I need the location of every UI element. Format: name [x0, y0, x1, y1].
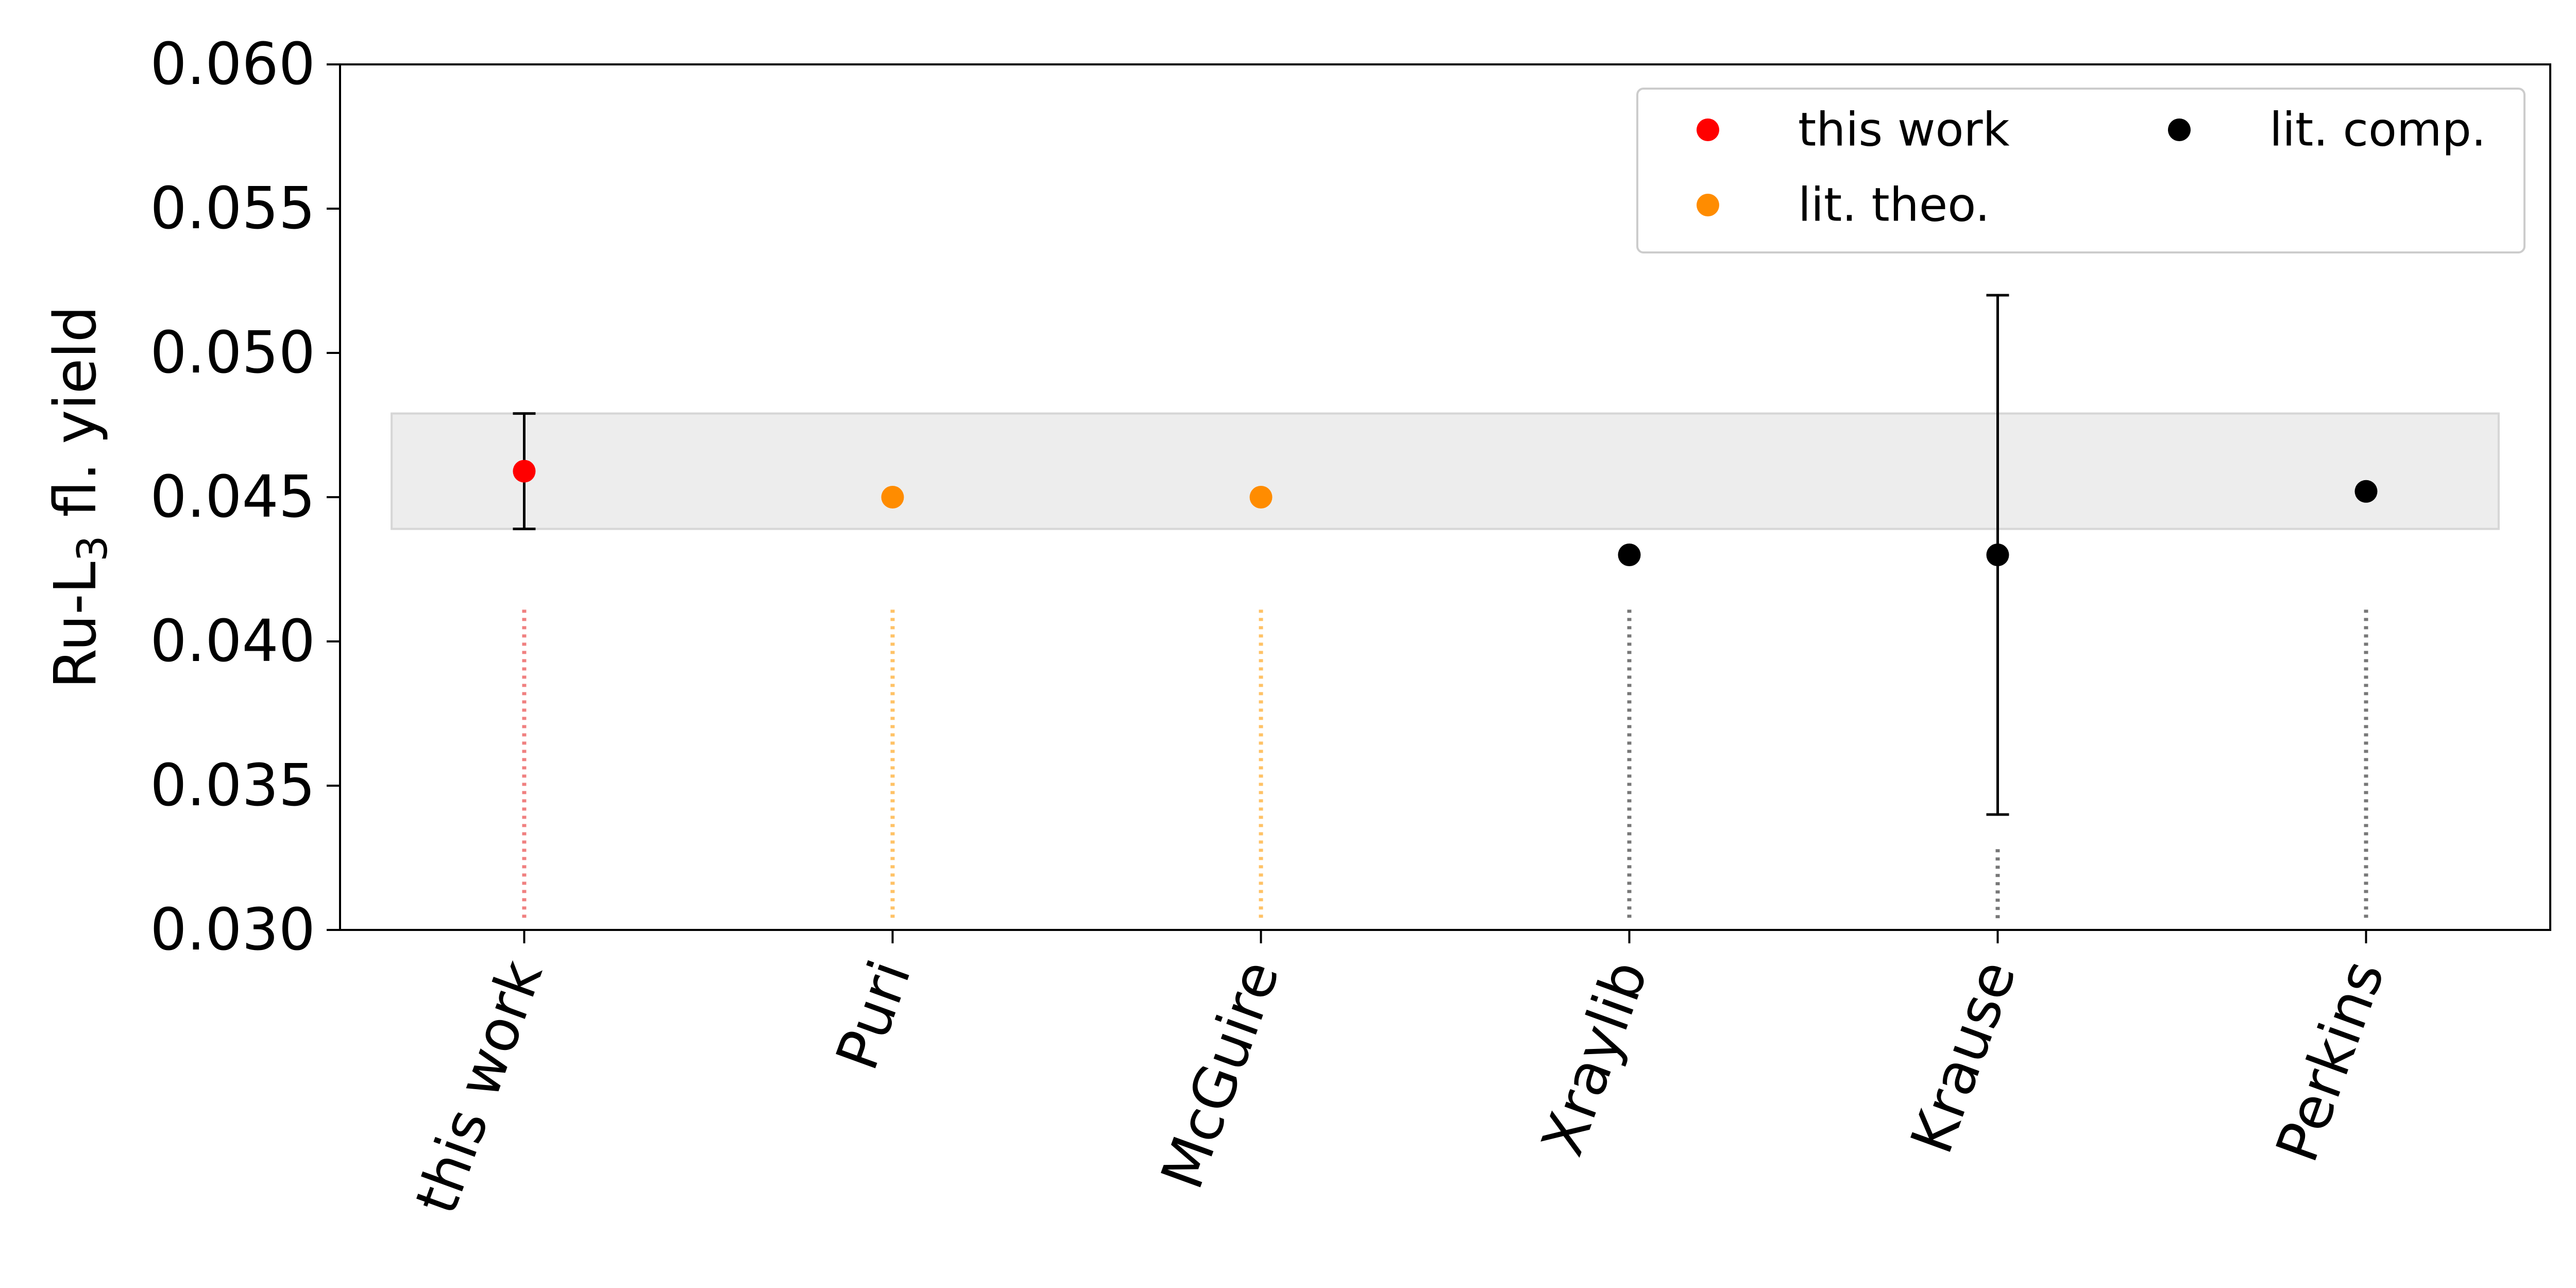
- legend-entry-lit-theo: lit. theo.: [1697, 178, 1990, 232]
- legend-entry-this-work: this work: [1697, 103, 2010, 157]
- y-axis-label-prefix: Ru-L: [42, 562, 109, 689]
- data-points-layer: [513, 460, 2378, 566]
- data-point-mcguire: [1249, 486, 1273, 509]
- data-point-xraylib: [1618, 544, 1641, 566]
- y-tick-label: 0.060: [150, 31, 315, 98]
- legend-box: [1636, 88, 2526, 253]
- plot-frame: [339, 63, 2551, 931]
- y-tick-label: 0.040: [150, 608, 315, 675]
- data-point-puri: [881, 486, 904, 509]
- legend-entry-lit-comp: lit. comp.: [2168, 103, 2486, 157]
- legend-marker-this-work: [1697, 118, 1719, 141]
- guide-lines-layer: [522, 609, 2368, 921]
- legend-label-this-work: this work: [1798, 103, 2010, 157]
- y-tick-label: 0.030: [150, 896, 315, 963]
- y-axis-label-suffix: fl. yield: [42, 306, 109, 535]
- y-axis-label-subscript: 3: [69, 535, 116, 562]
- legend-marker-lit-comp: [2168, 118, 2191, 141]
- y-axis: 0.030 0.035 0.040 0.045 0.050 0.055 0.060: [150, 31, 340, 963]
- data-point-this-work: [513, 460, 536, 483]
- y-axis-label: Ru-L3 fl. yield: [42, 306, 116, 688]
- data-point-krause: [1986, 544, 2009, 566]
- legend-label-lit-comp: lit. comp.: [2269, 103, 2486, 157]
- reference-band: [391, 412, 2500, 530]
- legend-label-lit-theo: lit. theo.: [1798, 178, 1990, 232]
- y-tick-label: 0.050: [150, 319, 315, 386]
- legend-marker-lit-theo: [1697, 194, 1719, 216]
- data-point-perkins: [2354, 480, 2378, 503]
- y-tick-label: 0.035: [150, 752, 315, 819]
- legend: this work lit. comp. lit. theo.: [1636, 88, 2526, 253]
- y-tick-label: 0.045: [150, 464, 315, 531]
- reference-band-layer: [391, 412, 2500, 530]
- y-tick-label: 0.055: [150, 175, 315, 242]
